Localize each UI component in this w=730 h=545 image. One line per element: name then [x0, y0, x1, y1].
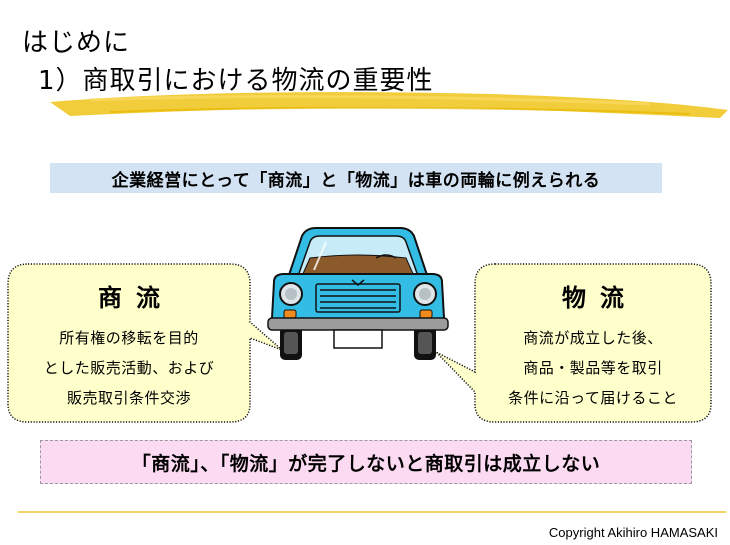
conclusion-box: 「商流」、「物流」が完了しないと商取引は成立しない	[40, 440, 692, 484]
right-bubble-line-3: 条件に沿って届けること	[508, 389, 678, 407]
banner: 企業経営にとって「商流」と「物流」は車の両輪に例えられる	[50, 163, 662, 193]
left-bubble: 商流 所有権の移転を目的 とした販売活動、および 販売取引条件交渉	[8, 264, 250, 413]
left-bubble-line-3: 販売取引条件交渉	[66, 389, 191, 407]
footer-divider	[18, 511, 726, 513]
right-bubble-line-2: 商品・製品等を取引	[523, 359, 663, 377]
car-illustration	[267, 227, 449, 360]
slide-title-line2: 1）商取引における物流の重要性	[38, 66, 434, 96]
right-bubble: 物流 商流が成立した後、 商品・製品等を取引 条件に沿って届けること	[475, 264, 711, 413]
conclusion-text: 「商流」、「物流」が完了しないと商取引は成立しない	[131, 452, 601, 475]
highlighter-brush-stroke	[50, 92, 728, 118]
left-bubble-line-1: 所有権の移転を目的	[59, 329, 199, 347]
right-bubble-line-1: 商流が成立した後、	[523, 329, 663, 347]
copyright-text: Copyright Akihiro HAMASAKI	[548, 525, 718, 540]
left-bubble-heading: 商流	[98, 284, 174, 312]
right-bubble-heading: 物流	[562, 284, 638, 312]
banner-text: 企業経営にとって「商流」と「物流」は車の両輪に例えられる	[111, 170, 601, 191]
left-bubble-line-2: とした販売活動、および	[43, 359, 215, 377]
slide-title-line1: はじめに	[22, 28, 131, 58]
